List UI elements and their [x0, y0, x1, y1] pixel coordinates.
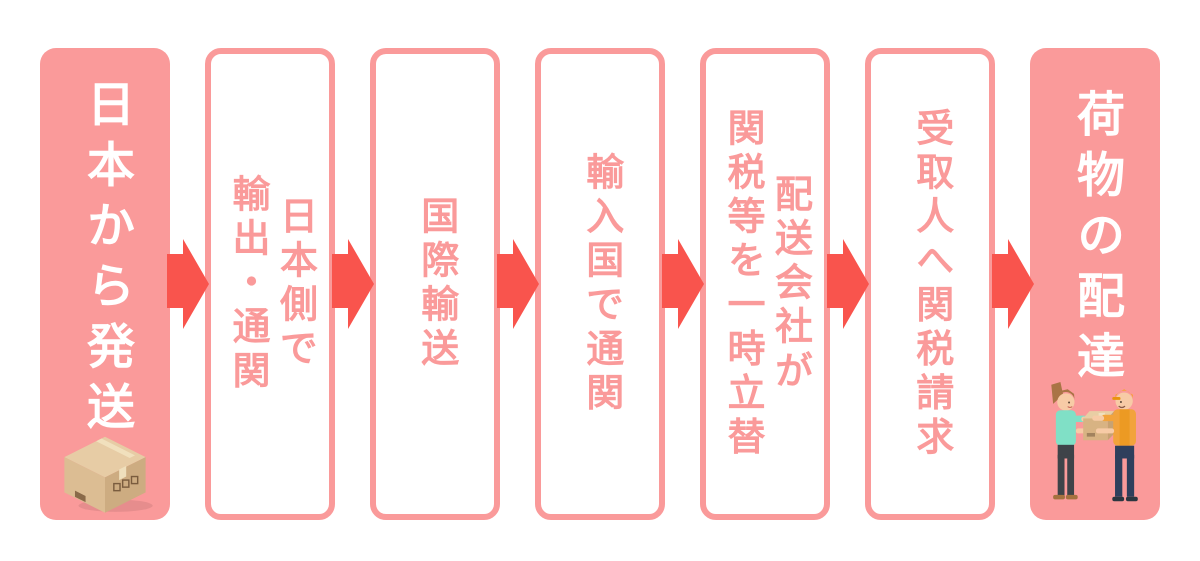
arrow-right-icon [497, 239, 539, 329]
package-box-icon [64, 436, 153, 513]
step-international-transport: 国際輸送 [370, 48, 500, 520]
arrow-right-icon [332, 239, 374, 329]
step-bill-duties-to-recipient: 受取人へ関税請求 [865, 48, 995, 520]
step-label: 日本側で 輸出・通関 [226, 173, 316, 395]
step-label: 荷物の配達 [1069, 88, 1122, 392]
arrow-right-icon [992, 239, 1034, 329]
step-package-delivery: 荷物の配達 [1030, 48, 1160, 520]
step-import-country-customs: 輸入国で通関 [535, 48, 665, 520]
arrow-right-icon [827, 239, 869, 329]
step-japan-export-customs: 日本側で 輸出・通関 [205, 48, 335, 520]
delivery-handoff-icon [1051, 382, 1138, 502]
step-label: 輸入国で通関 [579, 151, 622, 417]
step-label: 配送会社が 関税等を一時立替 [721, 107, 811, 461]
step-carrier-advances-duties: 配送会社が 関税等を一時立替 [700, 48, 830, 520]
step-ship-from-japan: 日本から発送 [40, 48, 170, 520]
arrow-right-icon [167, 239, 209, 329]
arrow-right-icon [662, 239, 704, 329]
step-label: 国際輸送 [414, 195, 457, 373]
step-label: 日本から発送 [79, 78, 132, 442]
step-label: 受取人へ関税請求 [909, 107, 952, 461]
